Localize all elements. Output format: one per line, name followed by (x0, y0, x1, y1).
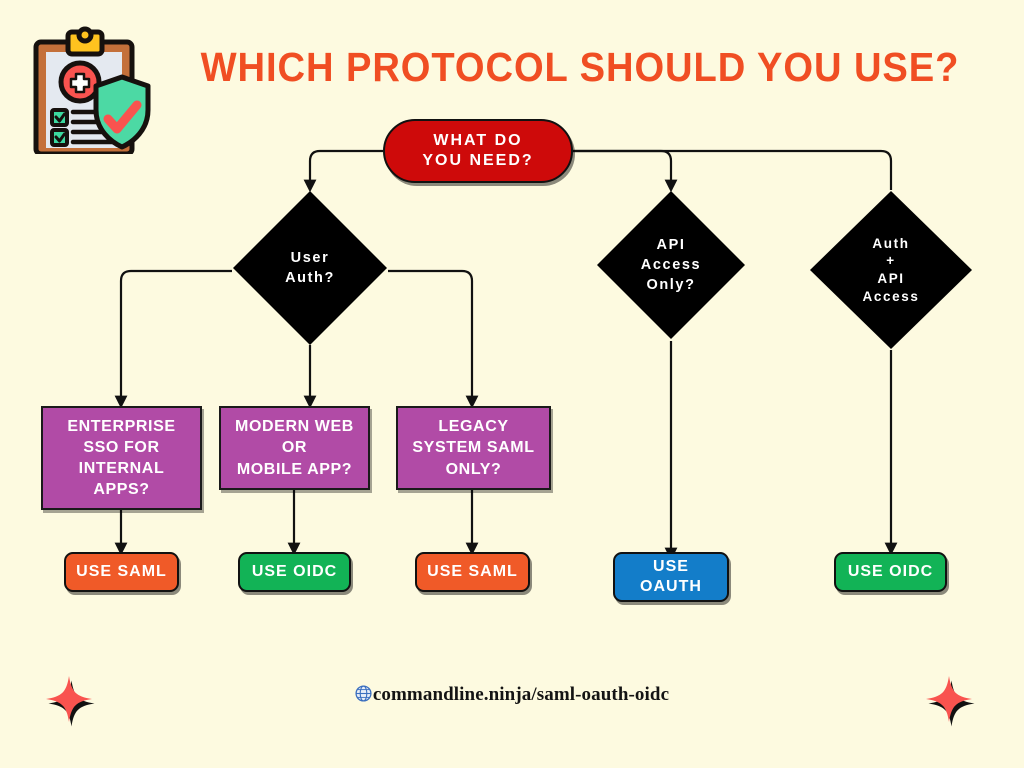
modern-web-line2: OR (281, 439, 308, 457)
diamond-shape (597, 191, 745, 339)
enterprise-sso-line4: APPS? (93, 481, 150, 499)
enterprise-sso-line2: SSO FOR (83, 438, 160, 456)
modern-web-line1: MODERN WEB (235, 418, 354, 436)
four-point-star-icon-left (38, 668, 100, 735)
four-point-star-icon-right (918, 668, 980, 735)
footer-url[interactable]: commandline.ninja/saml-oauth-oidc (0, 684, 1024, 708)
api-access-line2: Access (640, 257, 702, 273)
result-oidc-2-label: USE OIDC (847, 563, 934, 580)
enterprise-sso-line1: ENTERPRISE (67, 417, 176, 435)
globe-icon (355, 685, 372, 708)
node-what-do-you-need[interactable]: WHAT DO YOU NEED? (383, 119, 573, 183)
auth-api-line2: + (886, 253, 896, 269)
page-title: WHICH PROTOCOL SHOULD YOU USE? (200, 44, 960, 90)
diamond-shape (810, 191, 972, 349)
enterprise-sso-line3: INTERNAL (78, 460, 165, 477)
node-enterprise-sso[interactable]: ENTERPRISE SSO FOR INTERNAL APPS? (41, 406, 202, 510)
api-access-line3: Only? (646, 277, 696, 293)
user-auth-line2: Auth? (285, 270, 335, 286)
legacy-saml-line3: ONLY? (445, 460, 502, 478)
auth-api-line1: Auth (872, 235, 910, 251)
node-result-use-saml-1[interactable]: USE SAML (64, 552, 179, 592)
result-oauth-line2: OAUTH (640, 578, 702, 595)
node-result-use-saml-2[interactable]: USE SAML (415, 552, 530, 592)
node-api-access-only[interactable]: API Access Only? (596, 190, 746, 340)
legacy-saml-line1: LEGACY (438, 418, 509, 436)
edge-root-to-user-auth (303, 149, 383, 193)
node-result-use-oidc-2[interactable]: USE OIDC (834, 552, 947, 592)
diamond-shape (233, 191, 387, 345)
node-modern-web-or-mobile[interactable]: MODERN WEB OR MOBILE APP? (219, 406, 370, 490)
root-label-line1: WHAT DO (433, 132, 523, 150)
auth-api-line3: API (877, 271, 905, 286)
node-result-use-oidc-1[interactable]: USE OIDC (238, 552, 351, 592)
result-saml-2-label: USE SAML (427, 563, 518, 580)
result-oauth-line1: USE (653, 558, 689, 575)
footer-url-text: commandline.ninja/saml-oauth-oidc (372, 684, 670, 705)
edge-user-auth-to-enterprise-sso (114, 269, 232, 409)
edge-user-auth-to-legacy-saml (388, 269, 479, 409)
user-auth-line1: User (290, 250, 330, 266)
modern-web-line3: MOBILE APP? (236, 460, 353, 478)
edge-root-to-auth-api (573, 149, 893, 190)
node-auth-plus-api-access[interactable]: Auth + API Access (809, 190, 973, 350)
node-result-use-oauth[interactable]: USE OAUTH (613, 552, 729, 602)
edge-root-to-api-access (573, 149, 678, 193)
result-oidc-1-label: USE OIDC (251, 563, 338, 580)
result-saml-1-label: USE SAML (76, 563, 167, 580)
api-access-line1: API (656, 237, 686, 253)
auth-api-line4: Access (862, 288, 920, 304)
root-label-line2: YOU NEED? (422, 152, 534, 169)
legacy-saml-line2: SYSTEM SAML (412, 439, 535, 457)
clipboard-shield-check-icon (26, 24, 156, 159)
node-user-auth[interactable]: User Auth? (232, 190, 388, 346)
node-legacy-system-saml[interactable]: LEGACY SYSTEM SAML ONLY? (396, 406, 551, 490)
